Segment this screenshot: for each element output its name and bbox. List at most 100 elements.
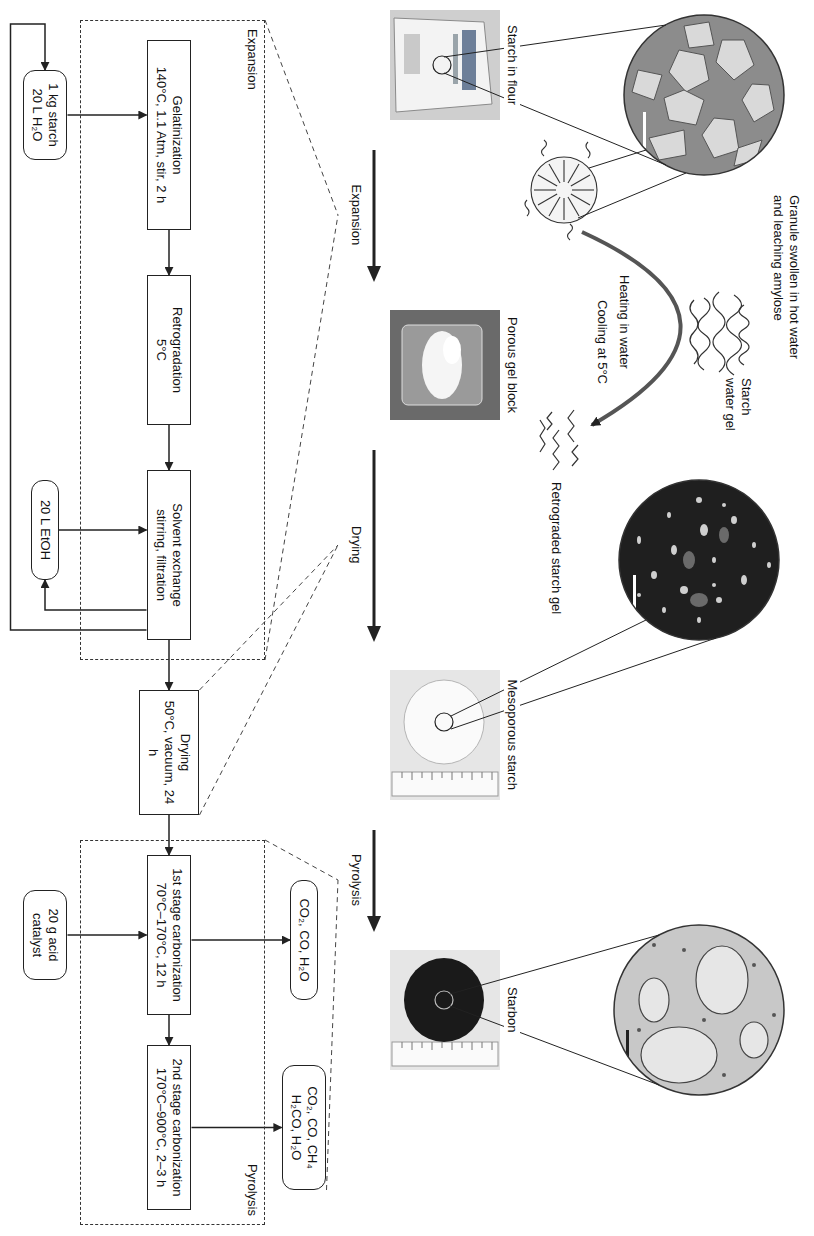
granule-cartoon (549, 197, 560, 216)
gel-micrograph (680, 586, 688, 594)
flow-arrow (11, 24, 147, 630)
process-box: Drying50°C, vacuum, 24 h (139, 690, 200, 815)
zoom-line (444, 25, 666, 57)
starbon-micrograph (682, 948, 686, 952)
flow-arrow (59, 529, 147, 531)
box-title: Retrogradation (169, 282, 185, 418)
gel-cartoon (690, 300, 698, 364)
flour-photo (390, 10, 500, 120)
zoom-line (451, 620, 646, 716)
starbon-photo (482, 1042, 483, 1048)
zoom-line (444, 25, 716, 1085)
starbon-micrograph (740, 1022, 768, 1058)
input-box: 20 g acid catalyst (23, 890, 68, 980)
box-title: 1 kg starch 20 L H₂O (29, 79, 62, 151)
label-holder: Mesoporous starch (504, 678, 520, 793)
label-holder: Starbon (504, 985, 520, 1035)
gel-block-photo (402, 325, 482, 405)
granule-cartoon (571, 194, 590, 205)
starbon-micrograph (652, 943, 656, 947)
gel-micrograph (767, 562, 771, 568)
output-box: CO₂, CO, H₂O (290, 880, 318, 1000)
retrograded-cartoon (540, 420, 545, 452)
starbon-micrograph (609, 920, 789, 1100)
starbon-photo (402, 1042, 492, 1050)
granule-micrograph (619, 10, 789, 180)
gel-micrograph (637, 497, 771, 623)
bracket-line (265, 215, 338, 660)
gel-cartoon (739, 305, 749, 365)
bracket-line (265, 840, 338, 880)
box-detail: 170°C–900°C, 2–3 h (153, 1052, 169, 1203)
bracket-line (265, 20, 338, 215)
granule-cartoon (568, 197, 579, 216)
illustration-label: Retrograded starch gel (548, 482, 564, 614)
granule-micrograph (684, 22, 714, 48)
label-holder: Pyrolysis (348, 852, 364, 908)
granule-micrograph (702, 118, 739, 158)
illustration-label: Granule swollen in hot water and leachin… (770, 195, 803, 370)
mesoporous-photo (482, 772, 483, 778)
gel-micrograph (700, 524, 708, 536)
mesoporous-photo (452, 772, 453, 780)
granule-micrograph (619, 10, 789, 180)
granule-cartoon (534, 189, 556, 190)
granule-cartoon (542, 140, 547, 156)
flow-arrow (192, 1127, 282, 1129)
mesoporous-photo (392, 772, 498, 796)
zoom-line (578, 173, 686, 218)
starbon-photo (390, 950, 500, 1070)
label-holder: Granule swollen in hot water and leachin… (770, 195, 803, 370)
gel-micrograph (741, 575, 747, 585)
gel-micrograph (722, 503, 726, 507)
flow-arrow (168, 425, 170, 470)
flow-arrow (168, 1015, 170, 1045)
starbon-micrograph (609, 920, 789, 1100)
granule-cartoon (538, 175, 557, 186)
flow-arrow (168, 640, 170, 690)
flour-photo (433, 56, 451, 74)
mesoporous-photo (472, 772, 473, 780)
box-detail: stirring, filtration (153, 477, 169, 633)
starbon-photo (390, 950, 500, 1070)
gel-micrograph (614, 475, 784, 645)
starbon-photo (404, 958, 484, 1042)
label-holder: Cooling at 5°C (594, 300, 610, 384)
starbon-micrograph (642, 1083, 646, 1087)
photo-caption: Starbon (504, 985, 520, 1035)
mesoporous-photo (390, 670, 500, 800)
granule-cartoon (549, 164, 560, 183)
box-detail: 70°C–170°C, 12 h (153, 862, 169, 1008)
gel-micrograph (716, 597, 722, 603)
box-detail: 50°C, vacuum, 24 h (145, 697, 178, 808)
starbon-photo (422, 1042, 423, 1048)
gel-micrograph (614, 475, 784, 645)
output-box: CO₂, CO, CH₄ H₂CO, H₂O (282, 1065, 327, 1190)
retrograded-cartoon (553, 430, 559, 470)
process-arc (582, 232, 681, 425)
gel-micrograph (697, 617, 701, 623)
mesoporous-photo (402, 772, 403, 778)
starbon-micrograph (722, 1073, 726, 1077)
zoom-line (589, 150, 646, 168)
step-arrow (373, 150, 376, 268)
gel-micrograph (683, 527, 729, 607)
box-title: 2nd stage carbonization (169, 1052, 185, 1203)
box-title: 1st stage carbonization (169, 862, 185, 1008)
starbon-photo (402, 1042, 403, 1048)
gel-micrograph (712, 557, 716, 563)
granule-cartoon (572, 189, 594, 190)
photo-caption: Porous gel block (504, 315, 520, 415)
flow-arrow (192, 939, 291, 941)
starbon-photo (472, 1042, 473, 1050)
gel-micrograph (662, 607, 666, 613)
starbon-photo (492, 1042, 493, 1050)
step-arrow (367, 150, 381, 932)
label-holder: Expansion (348, 183, 364, 248)
box-title: 20 g acid catalyst (29, 899, 62, 971)
gel-block-photo (390, 310, 500, 420)
gel-micrograph (690, 593, 708, 607)
granule-micrograph (664, 90, 704, 125)
